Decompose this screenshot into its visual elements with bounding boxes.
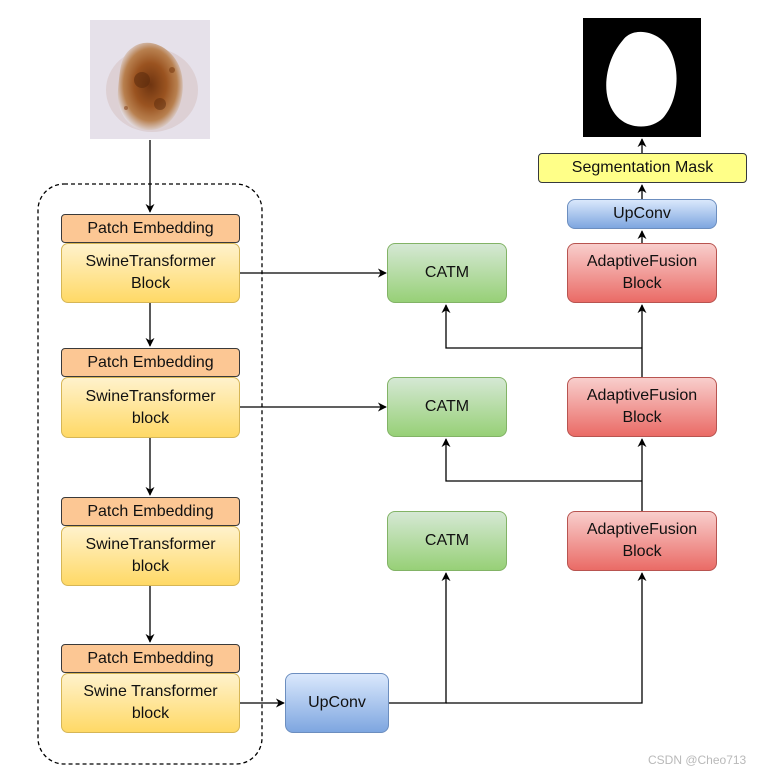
catm-module-1: CATM [387,243,507,303]
arrow-fusion3-to-catm2 [441,438,642,482]
segmentation-mask-output-icon [583,18,701,137]
swine-transformer-block-3: SwineTransformer block [61,526,240,586]
swine-transformer-block-2: SwineTransformer block [61,377,240,438]
patch-embedding-2: Patch Embedding [61,348,240,377]
arrow-upconv-to-fusion3 [446,572,647,704]
csdn-watermark: CSDN @Cheo713 [648,753,747,767]
catm-module-2: CATM [387,377,507,437]
upconv-bottom: UpConv [285,673,389,733]
patch-embedding-1: Patch Embedding [61,214,240,243]
swine-transformer-block-1: SwineTransformer Block [61,243,240,303]
patch-embedding-3: Patch Embedding [61,497,240,526]
adaptive-fusion-block-2: AdaptiveFusion Block [567,377,717,437]
patch-embedding-4: Patch Embedding [61,644,240,673]
adaptive-fusion-block-1: AdaptiveFusion Block [567,243,717,303]
arrow-fusion2-to-catm1 [441,304,642,349]
segmentation-mask-label: Segmentation Mask [538,153,747,183]
swine-transformer-block-4: Swine Transformer block [61,673,240,733]
upconv-top: UpConv [567,199,717,229]
catm-module-3: CATM [387,511,507,571]
skin-lesion-image-icon [90,20,210,139]
adaptive-fusion-block-3: AdaptiveFusion Block [567,511,717,571]
arrow-upconv-to-catm3 [389,572,451,704]
